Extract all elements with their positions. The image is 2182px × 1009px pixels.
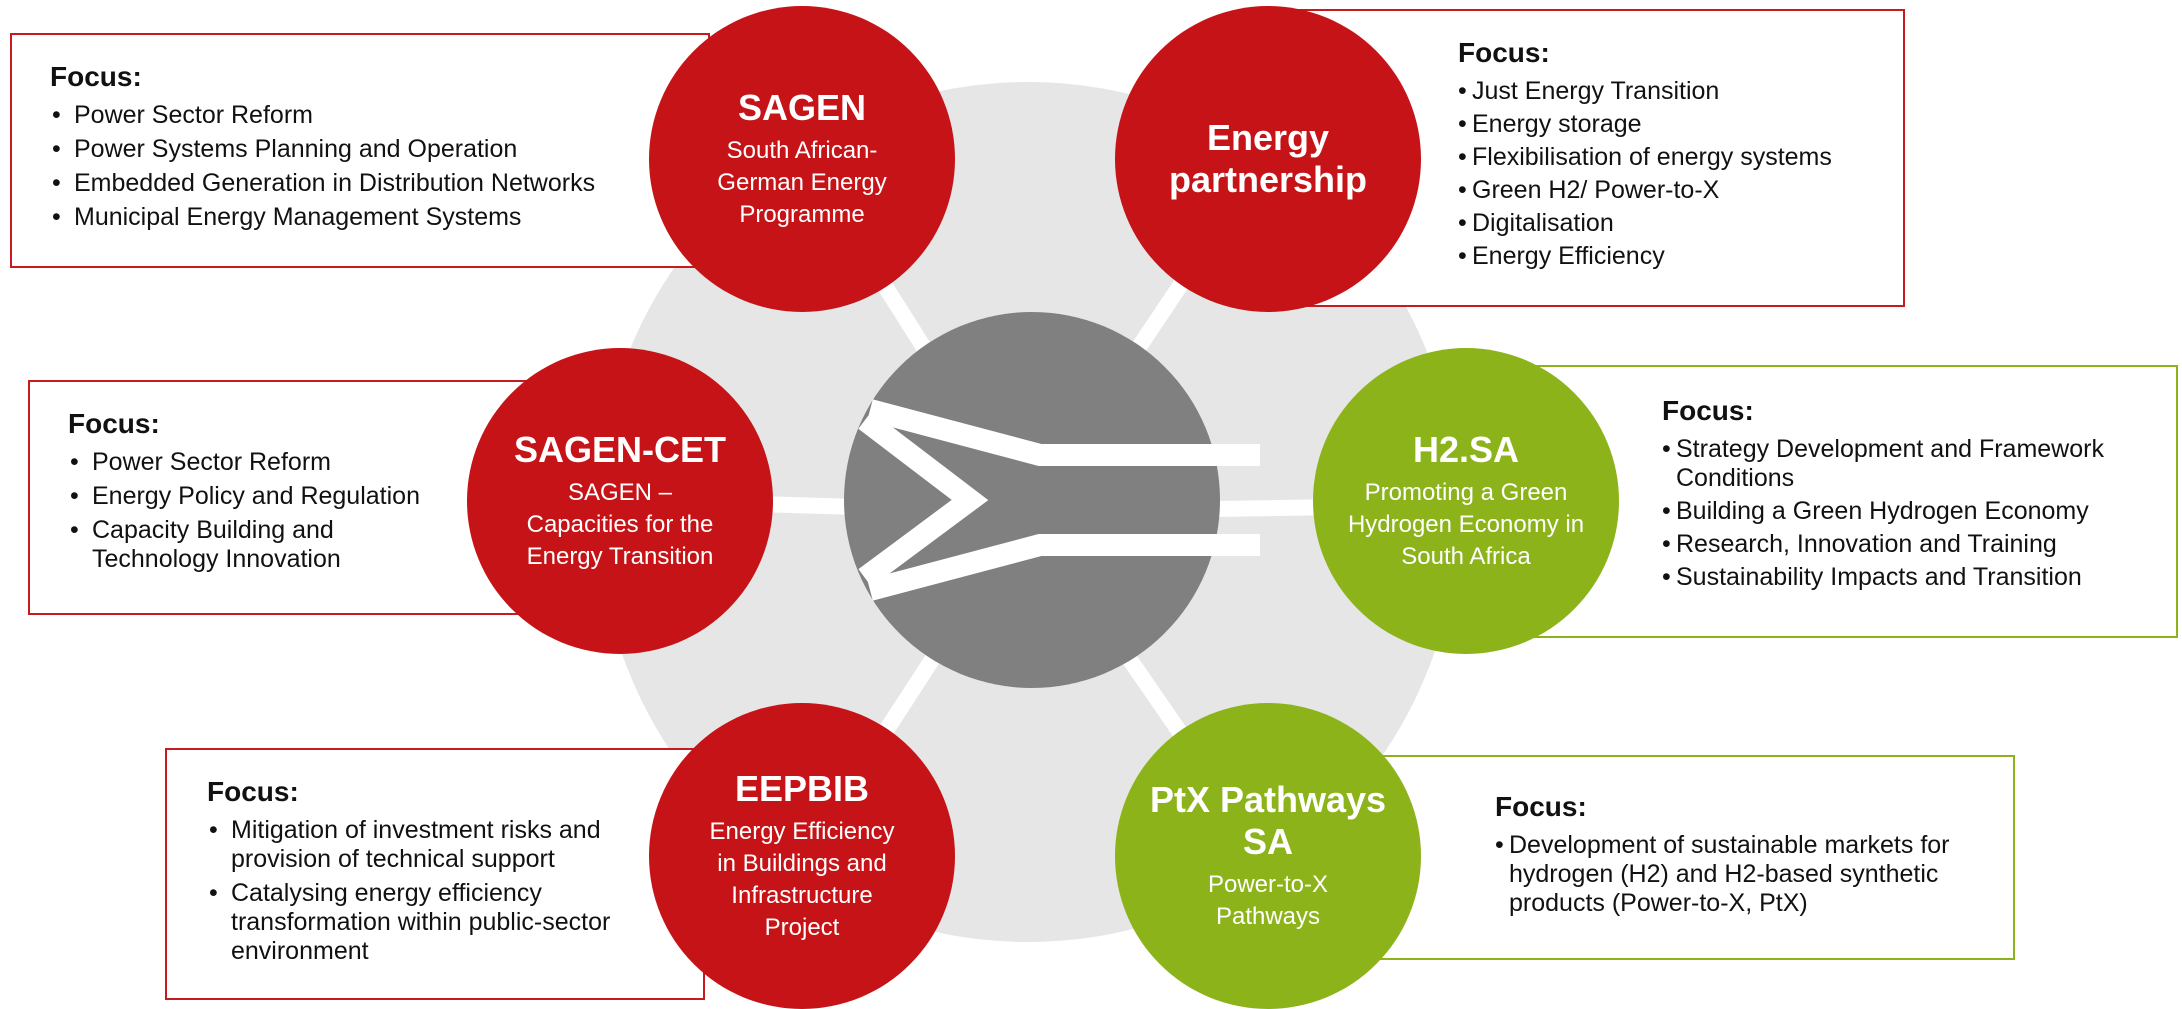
programme-circle-energy-partnership: Energy partnership <box>1115 6 1421 312</box>
list-item: Catalysing energy efficiency transformat… <box>207 879 647 966</box>
programme-circle-ptx: PtX Pathways SA Power-to-X Pathways <box>1115 703 1421 1009</box>
list-item: Power Systems Planning and Operation <box>50 135 708 164</box>
list-item: Development of sustainable markets for h… <box>1495 831 1985 918</box>
focus-heading: Focus: <box>1662 395 1754 426</box>
list-item: Capacity Building and Technology Innovat… <box>68 516 448 574</box>
programme-subtitle: Promoting a Green Hydrogen Economy in So… <box>1347 479 1585 570</box>
focus-list: Mitigation of investment risks and provi… <box>207 816 647 966</box>
list-item: Power Sector Reform <box>50 101 708 130</box>
focus-list: Strategy Development and Framework Condi… <box>1662 435 2152 592</box>
focus-heading: Focus: <box>68 408 160 439</box>
focus-list: Power Sector Reform Energy Policy and Re… <box>68 448 448 574</box>
list-item: Building a Green Hydrogen Economy <box>1662 497 2152 526</box>
focus-box-sagen: Focus: Power Sector Reform Power Systems… <box>10 33 710 268</box>
programme-circle-h2sa: H2.SA Promoting a Green Hydrogen Economy… <box>1313 348 1619 654</box>
focus-list: Development of sustainable markets for h… <box>1495 831 1985 918</box>
list-item: Energy Efficiency <box>1458 242 1903 271</box>
programme-circle-sagen: SAGEN South African-German Energy Progra… <box>649 6 955 312</box>
list-item: Energy storage <box>1458 110 1903 139</box>
programme-title: EEPBIB <box>734 768 870 809</box>
programme-title: H2.SA <box>1412 429 1520 470</box>
list-item: Embedded Generation in Distribution Netw… <box>50 169 708 198</box>
focus-heading: Focus: <box>50 61 142 92</box>
list-item: Municipal Energy Management Systems <box>50 203 708 232</box>
programme-subtitle: Energy Efficiency in Buildings and Infra… <box>709 818 895 941</box>
list-item: Strategy Development and Framework Condi… <box>1662 435 2152 493</box>
programme-subtitle: SAGEN – Capacities for the Energy Transi… <box>526 479 714 570</box>
focus-list: Power Sector Reform Power Systems Planni… <box>50 101 708 232</box>
programme-circle-sagen-cet: SAGEN-CET SAGEN – Capacities for the Ene… <box>467 348 773 654</box>
south-africa-flag-chevron-icon <box>858 399 1260 601</box>
list-item: Research, Innovation and Training <box>1662 530 2152 559</box>
list-item: Energy Policy and Regulation <box>68 482 448 511</box>
list-item: Power Sector Reform <box>68 448 448 477</box>
focus-list: Just Energy Transition Energy storage Fl… <box>1458 77 1903 271</box>
programme-title: SAGEN-CET <box>513 429 726 470</box>
programme-subtitle: South African-German Energy Programme <box>717 137 887 228</box>
programme-circle-eepbib: EEPBIB Energy Efficiency in Buildings an… <box>649 703 955 1009</box>
list-item: Digitalisation <box>1458 209 1903 238</box>
programme-title: PtX Pathways SA <box>1149 779 1387 862</box>
focus-box-eepbib: Focus: Mitigation of investment risks an… <box>165 748 705 1000</box>
programme-title: Energy partnership <box>1168 117 1368 200</box>
list-item: Mitigation of investment risks and provi… <box>207 816 647 874</box>
hub-circle <box>844 312 1220 688</box>
list-item: Green H2/ Power-to-X <box>1458 176 1903 205</box>
programme-title: SAGEN <box>737 87 867 128</box>
list-item: Just Energy Transition <box>1458 77 1903 106</box>
focus-heading: Focus: <box>1495 791 1587 822</box>
list-item: Sustainability Impacts and Transition <box>1662 563 2152 592</box>
programme-subtitle: Power-to-X Pathways <box>1207 871 1329 930</box>
list-item: Flexibilisation of energy systems <box>1458 143 1903 172</box>
focus-heading: Focus: <box>207 776 299 807</box>
focus-heading: Focus: <box>1458 37 1550 68</box>
